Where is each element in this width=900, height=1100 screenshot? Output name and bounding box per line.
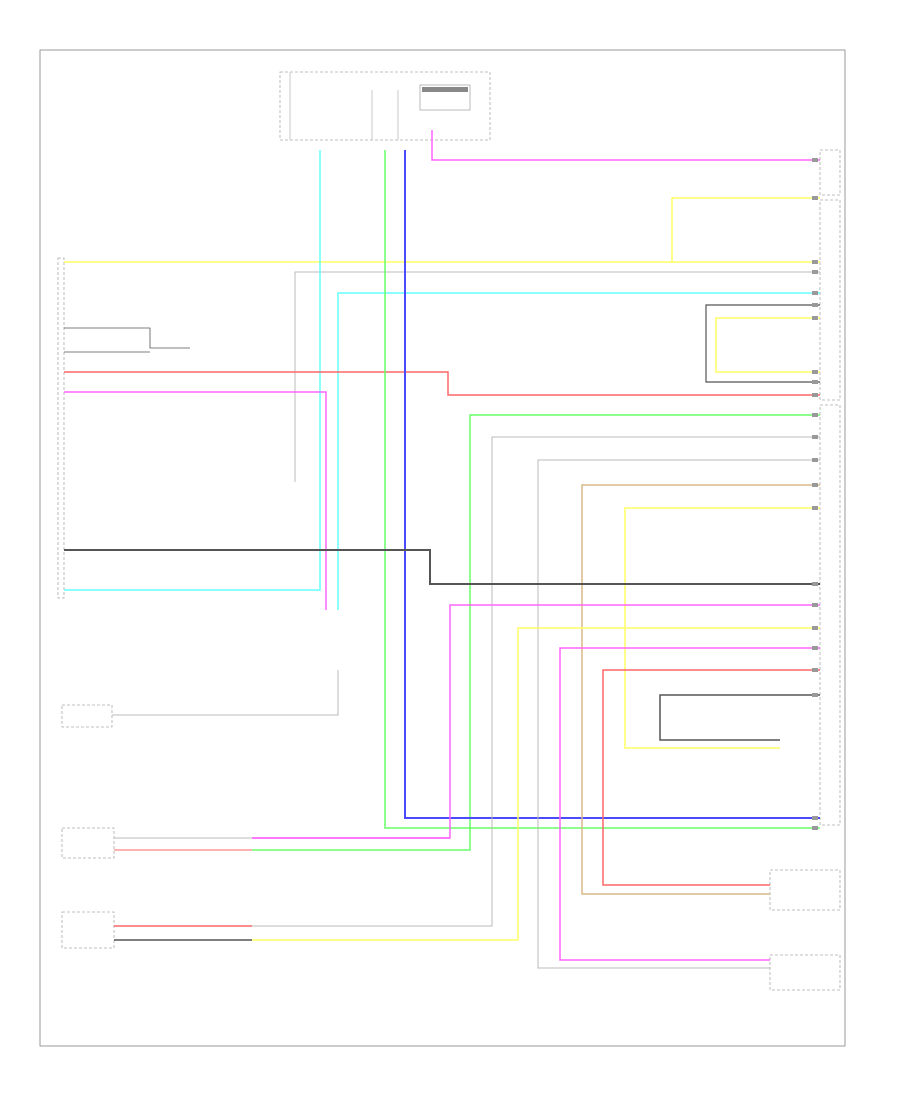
connector-tick <box>812 196 818 200</box>
connector-tick <box>812 413 818 417</box>
connector-tick <box>812 816 818 820</box>
wire-magenta-1 <box>64 391 327 610</box>
connector-tick <box>812 582 818 586</box>
connector-tick <box>812 506 818 510</box>
wire-small-1 <box>64 327 190 349</box>
connector-tick <box>812 603 818 607</box>
top-connector-module <box>419 84 471 111</box>
connector-tick <box>812 270 818 274</box>
diagram-frame <box>39 49 846 1047</box>
connector-tick <box>812 646 818 650</box>
connector-tick <box>812 826 818 830</box>
bottom-left-component-3 <box>61 911 115 949</box>
wire-green-2 <box>252 414 820 851</box>
wire-tan <box>581 484 820 895</box>
wire-yellow-4 <box>252 627 820 941</box>
wire-yellow-2 <box>715 317 820 373</box>
bottom-left-component-1 <box>61 704 113 728</box>
connector-tick <box>812 380 818 384</box>
wires <box>64 72 820 969</box>
connector-tick <box>812 626 818 630</box>
right-component-5 <box>769 954 841 991</box>
wire-blue <box>404 150 820 819</box>
right-component-3 <box>819 404 841 826</box>
connector-tick <box>812 291 818 295</box>
wire-red-1 <box>64 371 820 396</box>
wire-dark-1 <box>64 549 820 585</box>
connector-tick <box>812 693 818 697</box>
connector-tick <box>812 393 818 397</box>
wire-gray-4 <box>112 670 339 716</box>
wire-cyan-1 <box>64 150 321 591</box>
right-component-1 <box>819 149 841 196</box>
connector-tick <box>812 668 818 672</box>
wire-gray-3 <box>537 459 820 969</box>
connector-tick <box>812 458 818 462</box>
wire-yellow-branch <box>671 197 820 262</box>
right-component-2 <box>819 199 841 401</box>
wire-dark-box <box>705 304 820 383</box>
wire-magenta-2 <box>252 604 820 839</box>
right-component-4 <box>769 869 841 911</box>
connector-tick <box>812 260 818 264</box>
wire-magenta-top <box>431 130 820 161</box>
module-header-bar <box>422 87 468 92</box>
connector-tick <box>812 370 818 374</box>
wire-gray-2 <box>252 436 820 927</box>
top-connector-left <box>279 71 491 141</box>
connector-ticks <box>812 158 818 830</box>
wire-magenta-3 <box>559 647 820 961</box>
connector-tick <box>812 316 818 320</box>
connector-tick <box>812 303 818 307</box>
wire-gray-1 <box>294 271 820 482</box>
bottom-left-component-2 <box>61 827 115 859</box>
wire-green-1 <box>384 150 820 829</box>
connector-tick <box>812 435 818 439</box>
wire-red-2 <box>602 669 820 886</box>
left-main-connector <box>57 257 65 599</box>
connector-tick <box>812 158 818 162</box>
wire-dark-2 <box>659 694 820 741</box>
wire-cyan-2 <box>337 292 820 610</box>
connector-tick <box>812 483 818 487</box>
